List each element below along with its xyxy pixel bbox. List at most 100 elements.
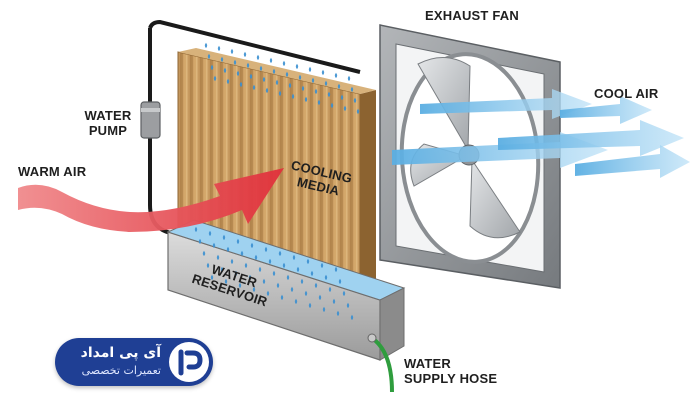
water-droplets-bottom xyxy=(194,226,354,320)
water-droplet xyxy=(236,238,240,244)
water-droplet xyxy=(208,230,212,236)
water-droplet xyxy=(334,266,338,272)
water-droplet xyxy=(207,53,211,59)
water-droplet xyxy=(347,75,351,81)
water-droplet xyxy=(220,56,224,62)
water-droplets-top xyxy=(204,42,360,114)
water-droplet xyxy=(304,290,308,296)
water-droplet xyxy=(288,82,292,88)
water-droplet xyxy=(194,226,198,232)
water-droplet xyxy=(252,84,256,90)
water-reservoir xyxy=(166,219,406,361)
water-droplet xyxy=(338,278,342,284)
cool-air-arrow xyxy=(560,96,652,124)
water-droplet xyxy=(294,298,298,304)
water-droplet xyxy=(301,85,305,91)
water-droplet xyxy=(275,79,279,85)
water-droplet xyxy=(320,262,324,268)
water-droplet xyxy=(332,298,336,304)
water-droplet xyxy=(239,81,243,87)
brand-logo-icon xyxy=(169,342,209,382)
water-droplet xyxy=(216,254,220,260)
water-droplet xyxy=(337,83,341,89)
water-droplet xyxy=(266,290,270,296)
water-droplet xyxy=(353,97,357,103)
water-droplet xyxy=(206,262,210,268)
water-droplet xyxy=(262,278,266,284)
water-droplet xyxy=(304,96,308,102)
water-droplet xyxy=(278,250,282,256)
water-droplet xyxy=(292,254,296,260)
water-droplet xyxy=(258,266,262,272)
water-droplet xyxy=(230,48,234,54)
water-droplet xyxy=(226,246,230,252)
water-droplet xyxy=(249,73,253,79)
water-droplet xyxy=(321,69,325,75)
cool-air-arrow xyxy=(392,132,608,168)
water-droplet xyxy=(246,62,250,68)
water-droplet xyxy=(318,294,322,300)
water-droplet xyxy=(282,60,286,66)
water-droplet xyxy=(314,88,318,94)
water-droplet xyxy=(298,74,302,80)
water-droplet xyxy=(308,66,312,72)
water-droplet xyxy=(278,90,282,96)
water-droplet xyxy=(226,78,230,84)
warm-air-arrow xyxy=(18,168,284,232)
water-droplet xyxy=(243,51,247,57)
water-droplet xyxy=(350,86,354,92)
water-droplet xyxy=(272,270,276,276)
exhaust-fan-label: EXHAUST FAN xyxy=(425,8,519,23)
water-droplet xyxy=(322,306,326,312)
water-pump xyxy=(140,101,161,139)
water-droplet xyxy=(308,302,312,308)
cool-air-label: COOL AIR xyxy=(594,86,659,101)
water-droplet xyxy=(210,64,214,70)
water-droplet xyxy=(198,238,202,244)
water-droplet xyxy=(342,290,346,296)
brand-badge: آی پی امداد تعمیرات تخصصی xyxy=(55,338,213,386)
water-droplet xyxy=(324,80,328,86)
water-droplet xyxy=(330,102,334,108)
water-droplet xyxy=(256,54,260,60)
water-droplet xyxy=(234,270,238,276)
water-droplet xyxy=(269,57,273,63)
water-droplet xyxy=(324,274,328,280)
water-droplet xyxy=(252,286,256,292)
water-droplet xyxy=(254,254,258,260)
water-droplet xyxy=(310,270,314,276)
water-droplet xyxy=(295,63,299,69)
water-droplet xyxy=(224,278,228,284)
water-droplet xyxy=(300,278,304,284)
water-pump-label-line2: PUMP xyxy=(88,123,128,138)
water-droplet xyxy=(248,274,252,280)
water-droplet xyxy=(290,286,294,292)
water-droplet xyxy=(336,310,340,316)
water-pump-label: WATER PUMP xyxy=(80,108,136,138)
water-droplet xyxy=(272,68,276,74)
water-droplet xyxy=(264,246,268,252)
water-droplet xyxy=(265,87,269,93)
water-droplet xyxy=(250,242,254,248)
water-droplet xyxy=(327,91,331,97)
cool-air-arrow xyxy=(420,89,592,119)
water-droplet xyxy=(210,274,214,280)
water-droplet xyxy=(212,242,216,248)
water-droplet xyxy=(213,75,217,81)
water-droplet xyxy=(343,105,347,111)
water-droplet xyxy=(222,234,226,240)
brand-subtitle: تعمیرات تخصصی xyxy=(81,364,161,377)
water-droplet xyxy=(340,94,344,100)
water-droplet xyxy=(262,76,266,82)
cool-air-arrow xyxy=(575,145,690,178)
water-droplet xyxy=(285,71,289,77)
water-droplet xyxy=(204,42,208,48)
water-droplet xyxy=(244,262,248,268)
water-droplet xyxy=(317,99,321,105)
water-supply-hose xyxy=(367,333,394,393)
water-droplet xyxy=(223,67,227,73)
water-droplet xyxy=(346,302,350,308)
water-droplet xyxy=(217,45,221,51)
water-droplet xyxy=(230,258,234,264)
